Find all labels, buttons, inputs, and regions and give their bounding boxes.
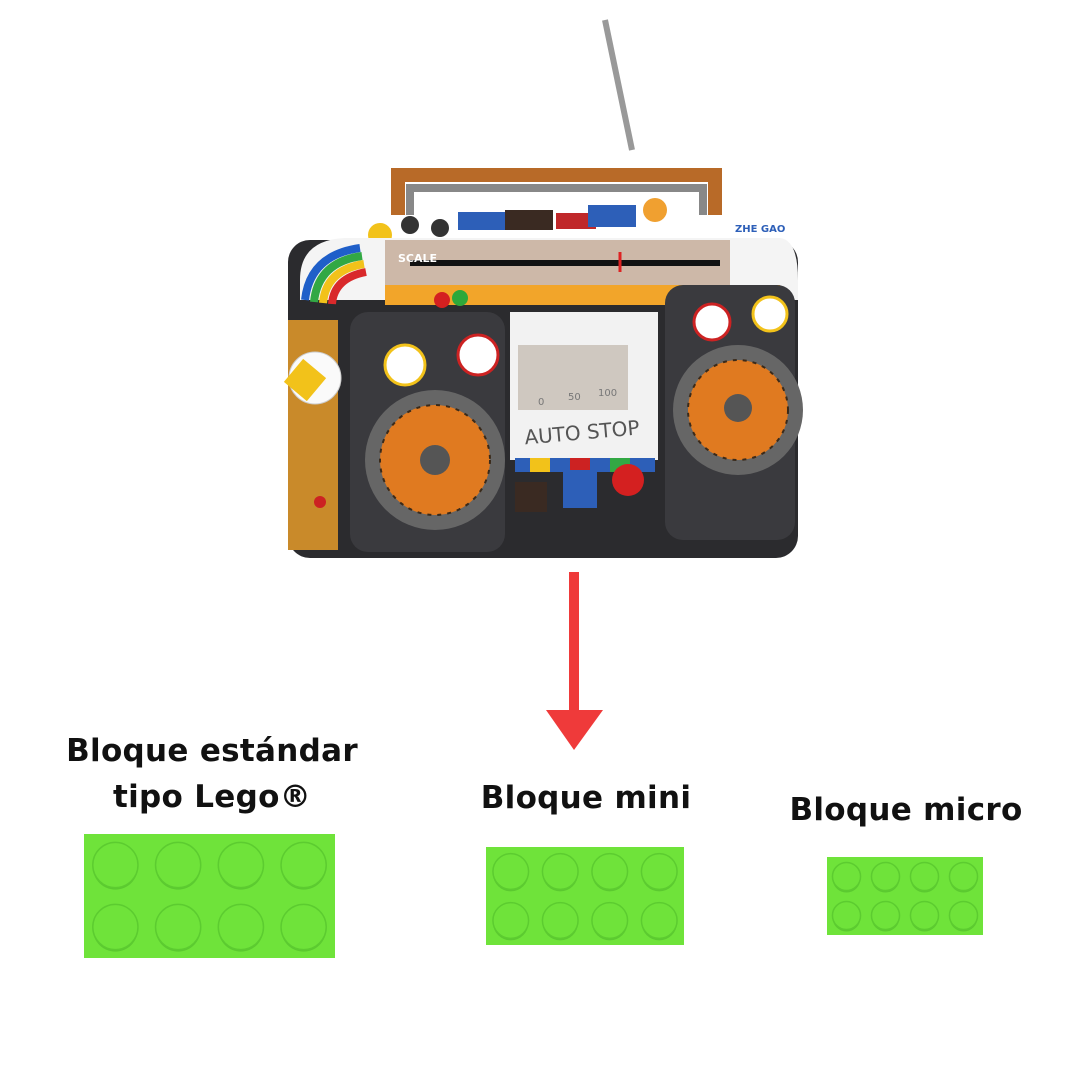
right-speaker xyxy=(665,285,803,540)
brick-stud xyxy=(831,900,862,931)
brick-stud xyxy=(591,901,629,940)
brick-stud xyxy=(541,901,579,940)
brick-stud xyxy=(909,900,940,931)
brick-stud xyxy=(640,901,678,940)
brick-stud xyxy=(154,841,202,889)
brick-stud xyxy=(280,903,327,951)
label-line: Bloque estándar xyxy=(66,733,358,769)
brick-stud xyxy=(541,852,579,891)
brick-stud xyxy=(92,841,139,889)
brick-stud xyxy=(217,841,265,889)
brick-stud xyxy=(92,903,139,951)
standard-brick-label: Bloque estándar tipo Lego® xyxy=(30,728,394,820)
brick-stud xyxy=(640,852,678,891)
meter-tick: 100 xyxy=(598,388,617,399)
brick-stud xyxy=(870,900,901,931)
mini-brick xyxy=(486,847,684,945)
brick-stud xyxy=(948,861,979,892)
scale-text: SCALE xyxy=(398,252,437,265)
brick-stud xyxy=(217,903,265,951)
brick-stud xyxy=(948,900,979,931)
meter-tick: 0 xyxy=(538,397,544,408)
label-line: tipo Lego® xyxy=(113,779,311,815)
boombox-illustration: SCALE ZHE GAO 0 50 100 AUTO STOP xyxy=(283,19,803,558)
brick-stud xyxy=(492,852,530,891)
brand-text: ZHE GAO xyxy=(735,224,785,235)
handle xyxy=(391,168,722,215)
micro-brick-label: Bloque micro xyxy=(789,792,1023,828)
left-speaker xyxy=(350,312,505,552)
micro-brick xyxy=(827,857,983,935)
brick-stud xyxy=(870,861,901,892)
brick-stud xyxy=(909,861,940,892)
brick-stud xyxy=(154,903,202,951)
mini-brick-label: Bloque mini xyxy=(480,780,692,816)
antenna xyxy=(602,19,635,151)
brick-stud xyxy=(492,901,530,940)
brick-stud xyxy=(591,852,629,891)
brick-stud xyxy=(280,841,327,889)
meter-tick: 50 xyxy=(568,392,581,403)
brick-stud xyxy=(831,861,862,892)
standard-brick xyxy=(84,834,335,958)
